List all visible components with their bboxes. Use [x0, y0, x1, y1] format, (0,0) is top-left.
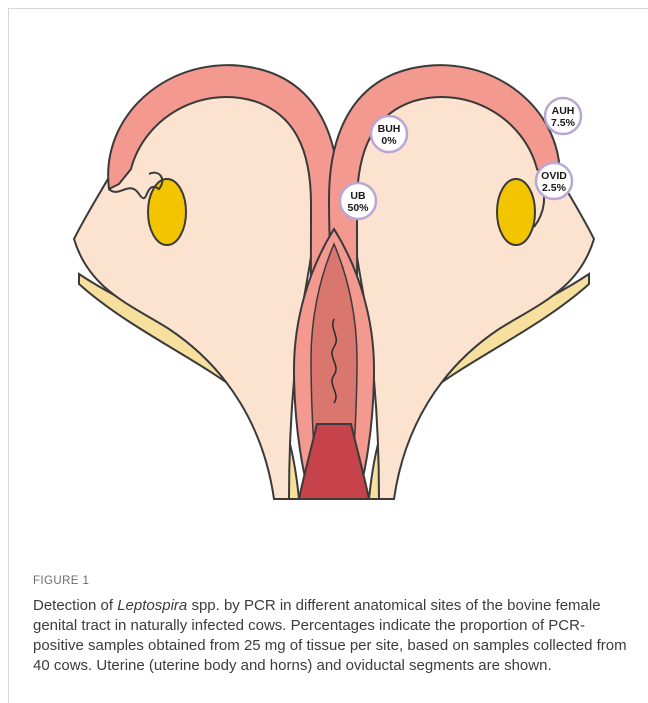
- badge-auh-value: 7.5%: [551, 117, 576, 129]
- badge-ub: UB 50%: [340, 183, 376, 219]
- figure-label: FIGURE 1: [33, 575, 89, 587]
- badge-buh: BUH 0%: [371, 116, 407, 152]
- caption-italic: Leptospira: [117, 597, 187, 614]
- badge-ub-code: UB: [350, 190, 366, 202]
- figure-caption: Detection of Leptospira spp. by PCR in d…: [33, 596, 633, 676]
- genital-tract-illustration: BUH 0% AUH 7.5% UB 50% OVID 2.5%: [49, 29, 619, 509]
- right-ovary: [497, 179, 535, 245]
- badge-ovid-code: OVID: [541, 170, 567, 182]
- caption-prefix: Detection of: [33, 597, 117, 614]
- badge-buh-code: BUH: [378, 123, 401, 135]
- figure-frame: BUH 0% AUH 7.5% UB 50% OVID 2.5% FIGURE …: [8, 8, 648, 703]
- badge-buh-value: 0%: [381, 135, 397, 147]
- badge-ovid: OVID 2.5%: [536, 163, 572, 199]
- badge-ub-value: 50%: [347, 202, 369, 214]
- left-ovary: [148, 179, 186, 245]
- badge-auh: AUH 7.5%: [545, 98, 581, 134]
- badge-auh-code: AUH: [552, 105, 575, 117]
- badge-ovid-value: 2.5%: [542, 182, 567, 194]
